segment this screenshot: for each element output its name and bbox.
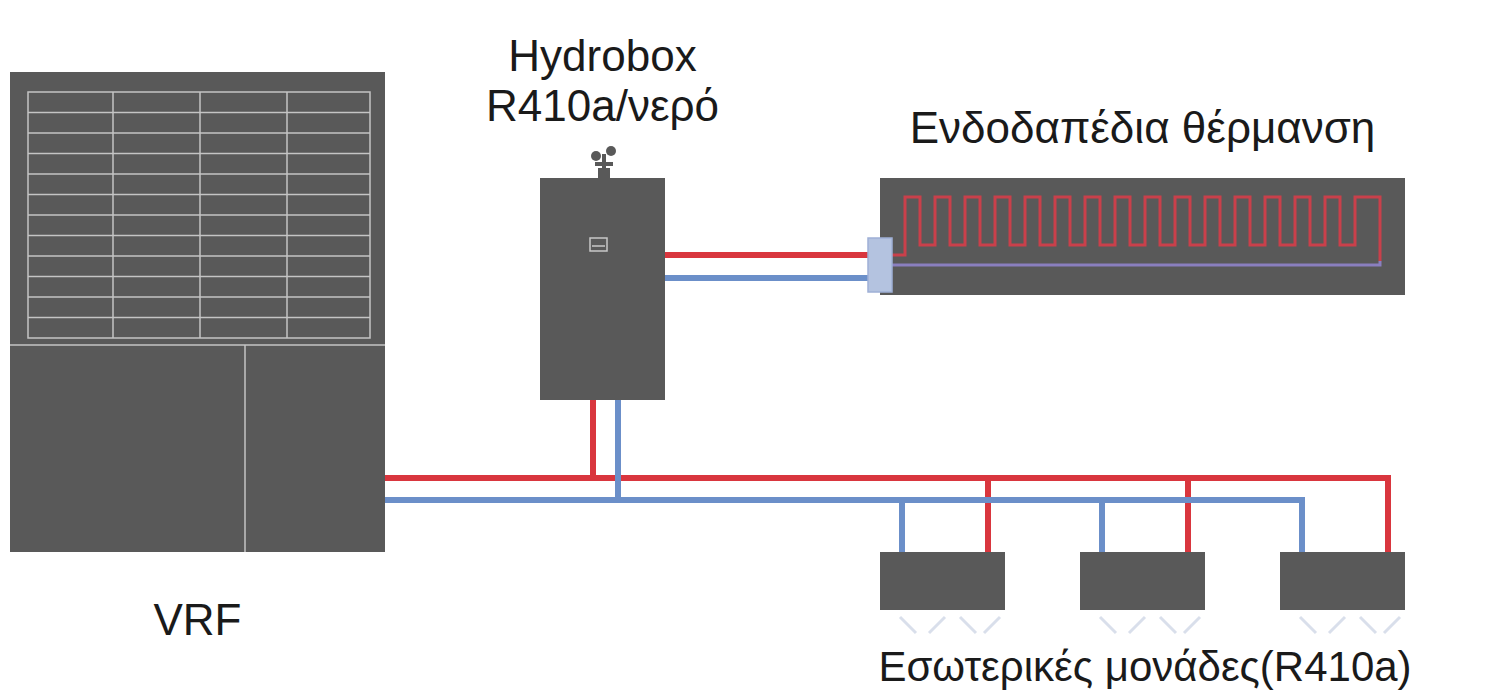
group-label: Εσωτερικές μονάδες(R410a)	[878, 643, 1411, 691]
valve-knob	[606, 146, 616, 156]
unit-label: Hydrobox R410a/νερό	[453, 31, 753, 132]
outdoor-unit-art	[10, 72, 385, 552]
display-line	[592, 245, 605, 247]
refrigerant-pipe	[385, 400, 593, 478]
floor-heating-art	[880, 178, 1405, 295]
indoor-unit	[880, 552, 1005, 610]
group-label-slot: Εσωτερικές μονάδες(R410a)	[878, 643, 1411, 691]
valve-body	[598, 168, 610, 178]
manifold	[868, 238, 892, 292]
indoor-unit	[1080, 552, 1205, 610]
outdoor-unit: VRF	[10, 72, 385, 552]
hydrobox-unit: Hydrobox R410a/νερό	[540, 178, 665, 400]
refrigerant-pipe	[385, 400, 618, 500]
return-loop	[892, 261, 1380, 265]
label-slot: VRF	[18, 595, 378, 646]
unit-label: Ενδοδαπέδια θέρμανση	[833, 103, 1453, 154]
label-slot: Ενδοδαπέδια θέρμανση	[833, 103, 1453, 154]
floor-heating-panel: Ενδοδαπέδια θέρμανση	[880, 178, 1405, 295]
label-slot: Hydrobox R410a/νερό	[453, 31, 753, 132]
panel-seams	[10, 345, 385, 552]
indoor-unit	[1280, 552, 1405, 610]
heating-coil	[892, 197, 1380, 261]
control-display	[590, 238, 607, 251]
unit-label: VRF	[18, 595, 378, 646]
fan-grille	[28, 92, 370, 338]
grille-lines	[28, 92, 370, 338]
water-pipe	[665, 252, 880, 258]
valve-knob	[591, 151, 601, 161]
hydrobox-art	[540, 178, 665, 400]
refrigerant-gas-line	[385, 500, 1302, 552]
refrigerant-liquid-line	[385, 478, 1388, 552]
water-pipe	[665, 275, 880, 281]
airflow-lines	[900, 617, 1400, 633]
